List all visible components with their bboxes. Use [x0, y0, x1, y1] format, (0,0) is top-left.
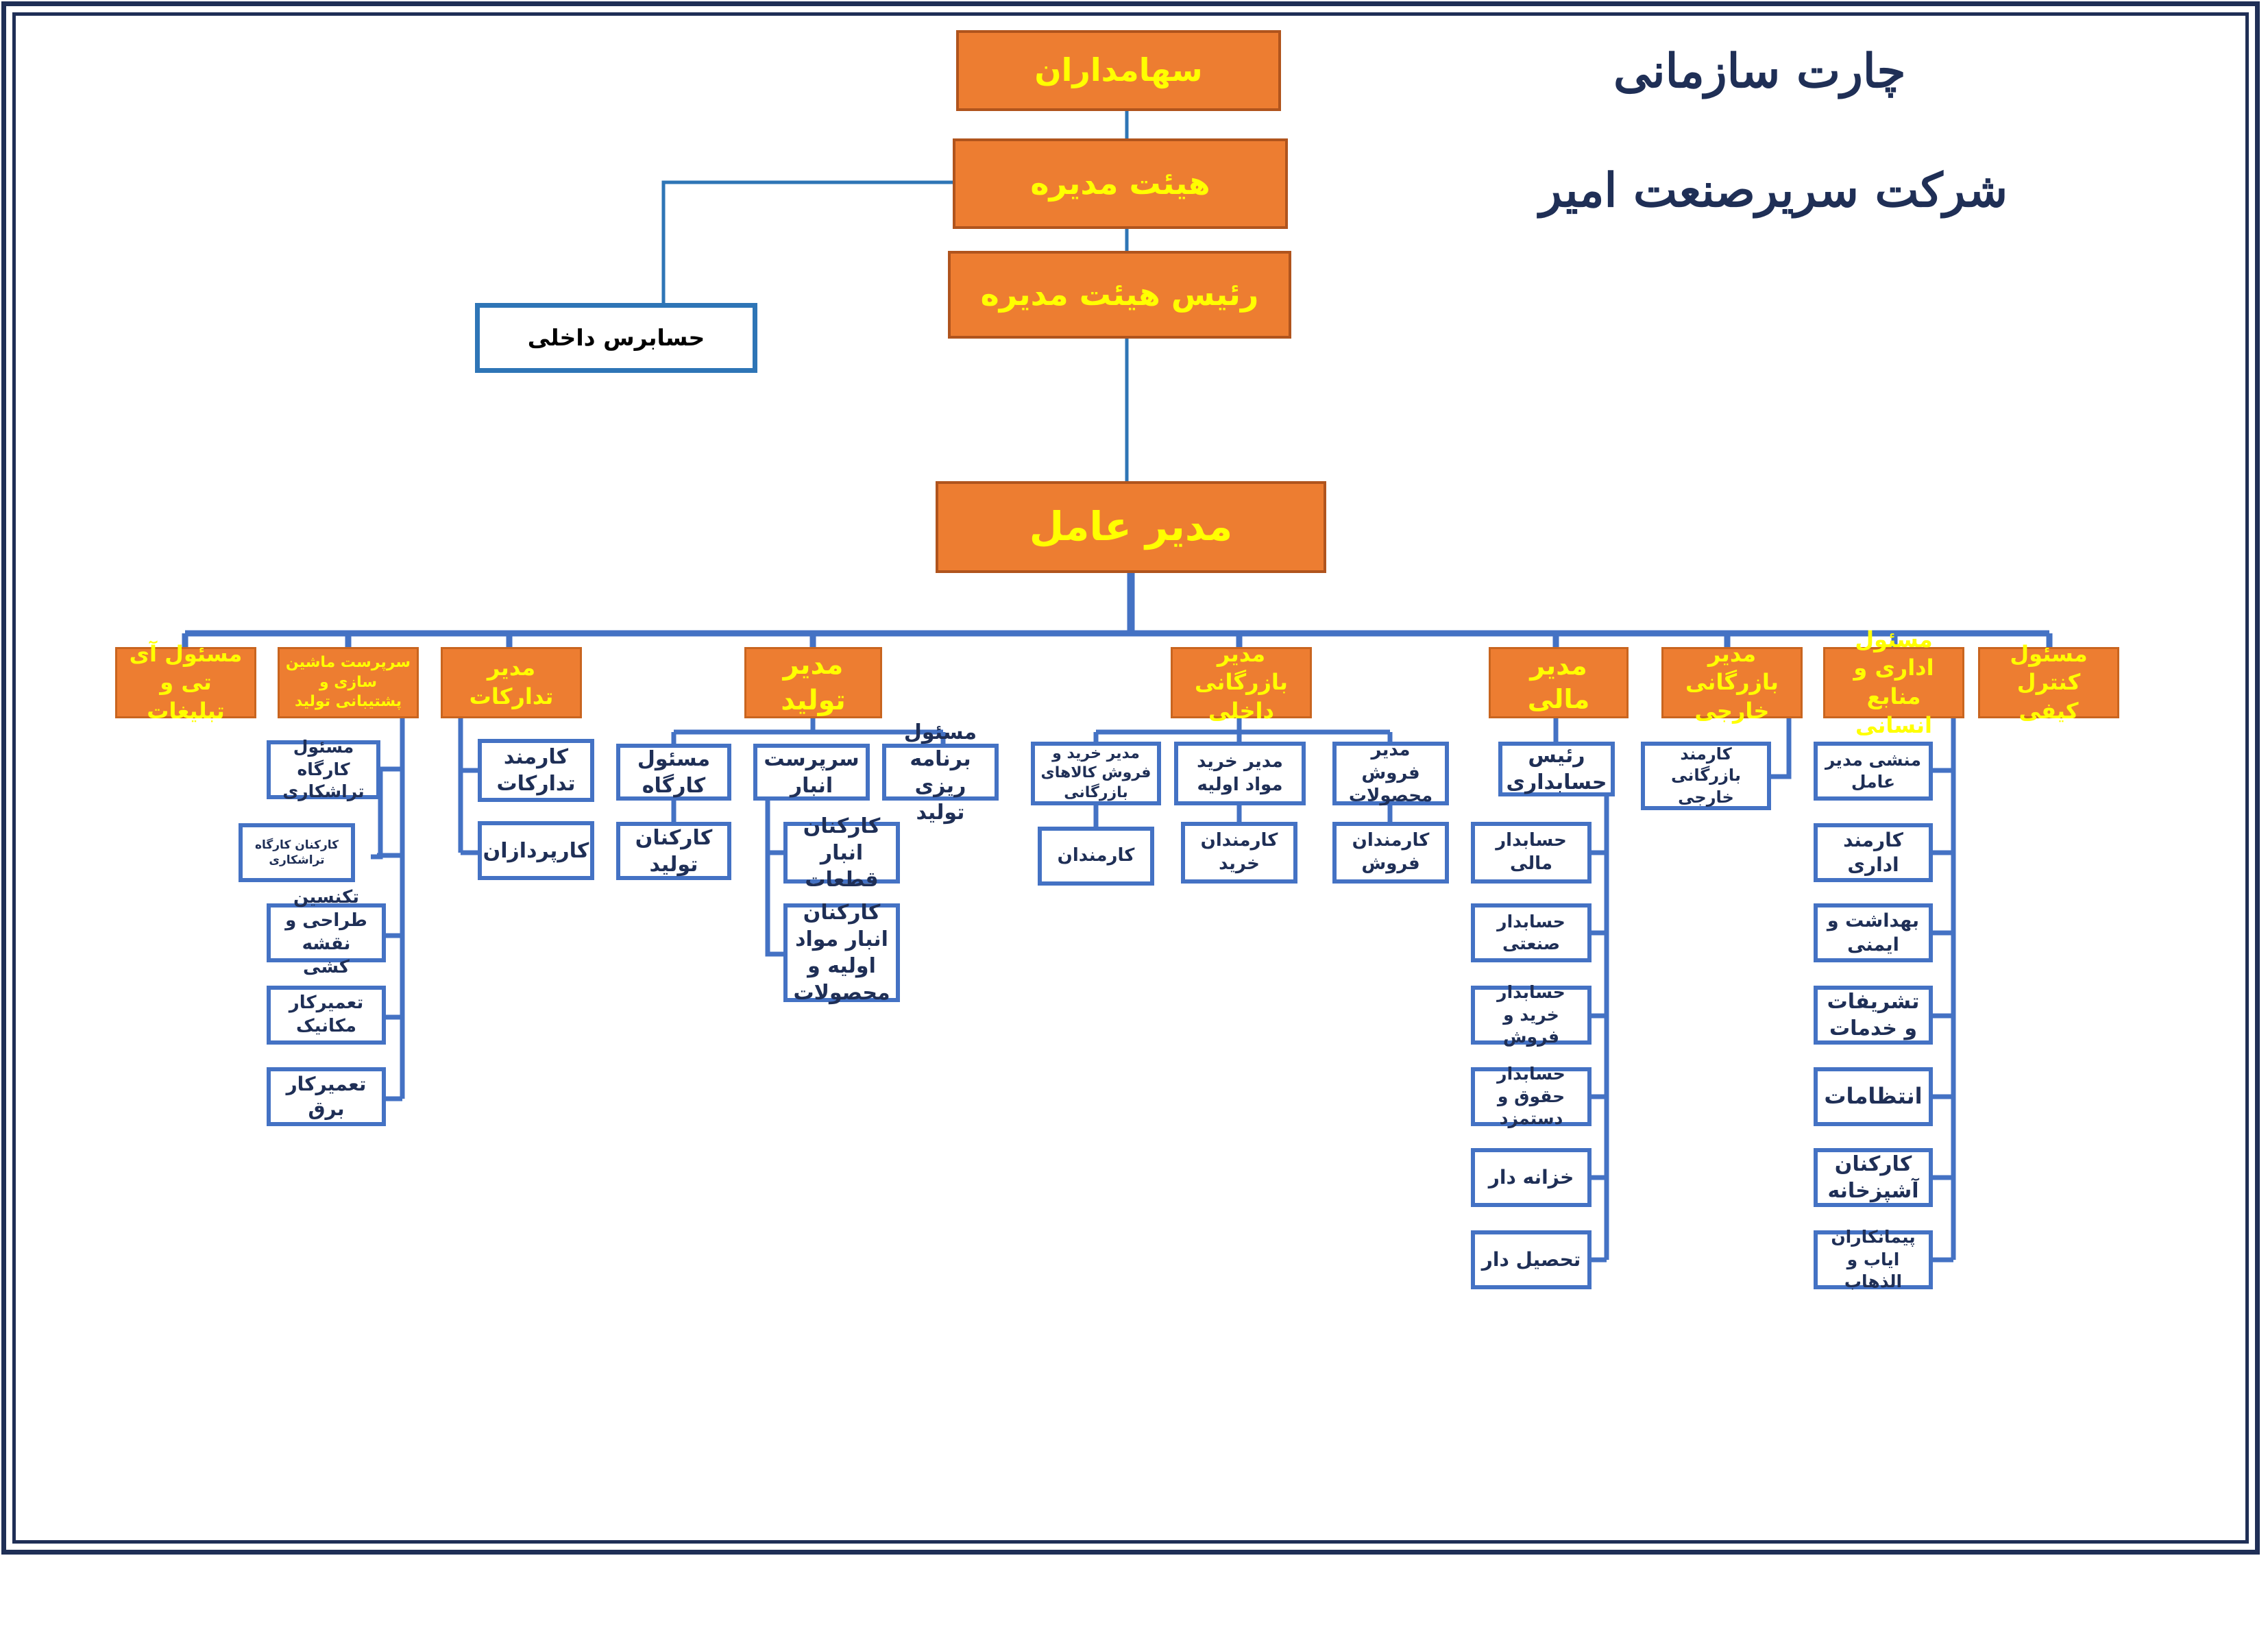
chairman-box: رئیس هیئت مدیره [948, 251, 1291, 339]
admin-hr-head: مسئول اداری و منابع انسانی [1823, 626, 1964, 738]
it-advertising-head: مسئول آی تی و تبلیغات [115, 641, 256, 724]
ceo-secretary-box: منشی مدیر عامل [1814, 742, 1933, 801]
board-box: هیئت مدیره [953, 138, 1288, 229]
outer-frame [1, 1, 2260, 1555]
connector-production [671, 718, 946, 744]
connector-warehouse [765, 801, 783, 957]
raw-material-purchase-manager-box: مدیر خرید مواد اولیه [1174, 742, 1306, 805]
trade-staff-box: کارمندان [1038, 827, 1154, 886]
procurement-head: مدیر تدارکات [441, 647, 582, 718]
turning-workshop-staff-box: کارکنان کارگاه تراشکاری [239, 823, 355, 882]
machine-support-head: سرپرست ماشین سازی و پشتیبانی تولید [278, 647, 419, 718]
connector-finance-staff [1592, 796, 1609, 1263]
mechanical-repair-box: تعمیرکار مکانیک [267, 986, 386, 1045]
treasurer-box: خزانه دار [1471, 1148, 1592, 1207]
ceo-box: مدیر عامل [936, 481, 1326, 573]
cost-accountant-box: حسابدار صنعتی [1471, 903, 1592, 962]
finance-head: مدیر مالی [1489, 647, 1629, 718]
domestic-commerce-head: مدیر بازرگانی داخلی [1171, 641, 1312, 724]
inner-frame [12, 12, 2249, 1544]
internal-auditor-box: حسابرس داخلی [475, 303, 757, 373]
purchase-sales-accountant-box: حسابدار خرید و فروش [1471, 982, 1592, 1047]
materials-warehouse-staff-box: کارکنان انبار مواد اولیه و محصولات [783, 901, 900, 1005]
shareholders-box: سهامداران [956, 30, 1281, 111]
production-workers-box: کارکنان تولید [616, 822, 731, 880]
parts-warehouse-staff-box: کارکنان انبار قطعات [783, 814, 900, 892]
payroll-accountant-box: حسابدار حقوق و دستمزد [1471, 1064, 1592, 1128]
purchase-staff-box: کارمندان خرید [1181, 822, 1297, 884]
product-sales-manager-box: مدیر فروش محصولات [1332, 740, 1449, 806]
financial-accountant-box: حسابدار مالی [1471, 822, 1592, 884]
foreign-commerce-clerk-box: کارمند بازرگانی خارجی [1641, 742, 1771, 810]
connector-procurement [458, 718, 478, 855]
connector-commerce [1093, 718, 1393, 744]
connector-commerce-staff [1093, 805, 1393, 827]
connector-machine-workshop [371, 769, 383, 860]
procurement-clerk-box: کارمند تدارکات [478, 739, 594, 802]
connector-dept-drops [182, 633, 2053, 647]
sales-staff-box: کارمندان فروش [1332, 822, 1449, 884]
turning-workshop-lead-box: مسئول کارگاه تراشکاری [267, 737, 380, 801]
production-workshop-lead-box: مسئول کارگاه [616, 744, 731, 801]
collector-box: تحصیل دار [1471, 1230, 1592, 1289]
health-safety-box: بهداشت و ایمنی [1814, 903, 1933, 962]
chief-accountant-box: رئیس حسابداری [1498, 742, 1615, 796]
trade-goods-manager-box: مدیر خرید و فروش کالاهای بازرگانی [1031, 742, 1161, 805]
protocol-services-box: تشریفات و خدمات [1814, 986, 1933, 1045]
foreign-commerce-head: مدیر بازرگانی خارجی [1661, 641, 1803, 724]
production-planning-box: مسئول برنامه ریزی تولید [882, 720, 999, 825]
electrical-repair-box: تعمیرکار برق [267, 1067, 386, 1126]
connector-machine [377, 718, 405, 1101]
production-head: مدیر تولید [744, 647, 882, 718]
connector-auditor [661, 180, 956, 303]
quality-control-head: مسئول کنترل کیفی [1978, 641, 2119, 724]
purchasing-agents-box: کارپردازان [478, 821, 594, 880]
kitchen-staff-box: کارکنان آشپزخانه [1814, 1148, 1933, 1207]
warehouse-supervisor-box: سرپرست انبار [753, 744, 870, 801]
security-box: انتظامات [1814, 1067, 1933, 1126]
design-technician-box: تکنسین طراحی و نقشه کشی [267, 887, 386, 977]
chart-title: چارت سازمانی [1613, 44, 1906, 99]
transport-contractors-box: پیمانکاران ایاب و الذهاب [1814, 1227, 1933, 1291]
connector-foreign [1771, 718, 1792, 779]
connector-admin [1933, 718, 1956, 1263]
administrative-clerk-box: کارمند اداری [1814, 823, 1933, 882]
company-name: شرکت سریرصنعت امیر [1539, 163, 2008, 218]
